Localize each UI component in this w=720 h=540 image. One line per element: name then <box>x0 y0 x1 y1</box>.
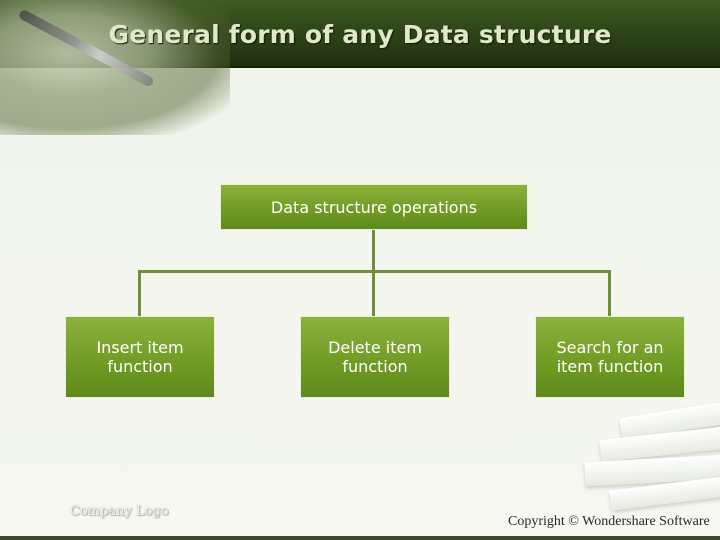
connector-left-down <box>138 270 141 316</box>
node-data-structure-operations: Data structure operations <box>220 184 528 230</box>
bottom-bar <box>0 536 720 540</box>
slide-title: General form of any Data structure <box>108 20 612 49</box>
company-logo: Company Logo <box>70 504 169 519</box>
node-delete-item-function: Delete item function <box>300 316 450 398</box>
node-label: Search for an item function <box>556 338 664 376</box>
node-insert-item-function: Insert item function <box>65 316 215 398</box>
connector-right-down <box>608 270 611 316</box>
node-label: Data structure operations <box>270 197 478 217</box>
copyright-text: Copyright © Wondershare Software <box>508 514 710 529</box>
connector-root-down <box>372 230 375 272</box>
connector-middle-down <box>372 270 375 316</box>
node-label: Insert item function <box>96 338 184 376</box>
node-label: Delete item function <box>328 338 422 376</box>
node-search-item-function: Search for an item function <box>535 316 685 398</box>
